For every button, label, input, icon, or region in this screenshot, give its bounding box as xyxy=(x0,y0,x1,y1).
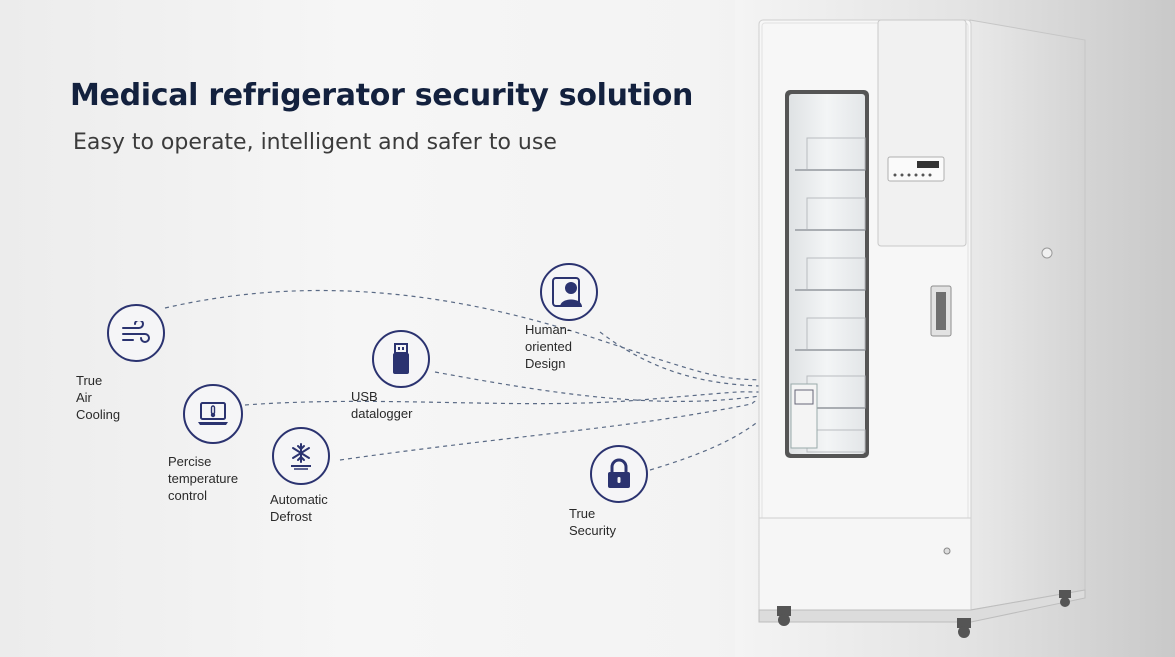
snowflake-icon xyxy=(272,427,330,485)
feature-label: True Air Cooling xyxy=(76,373,121,422)
feature-label: Percise temperature control xyxy=(168,454,239,503)
feature-label: USB datalogger xyxy=(351,389,413,421)
person-icon xyxy=(540,263,598,321)
feature-label: Human-oriented Design xyxy=(525,322,572,371)
page-title: Medical refrigerator security solution xyxy=(70,78,694,113)
padlock-icon xyxy=(590,445,648,503)
usb-drive-icon xyxy=(372,330,430,388)
laptop-thermometer-icon xyxy=(183,384,243,444)
wind-icon xyxy=(107,304,165,362)
feature-label: Automatic Defrost xyxy=(270,492,328,524)
medical-refrigerator-image xyxy=(758,19,1086,638)
page-subtitle: Easy to operate, intelligent and safer t… xyxy=(73,130,557,155)
feature-label: True Security xyxy=(569,506,616,538)
